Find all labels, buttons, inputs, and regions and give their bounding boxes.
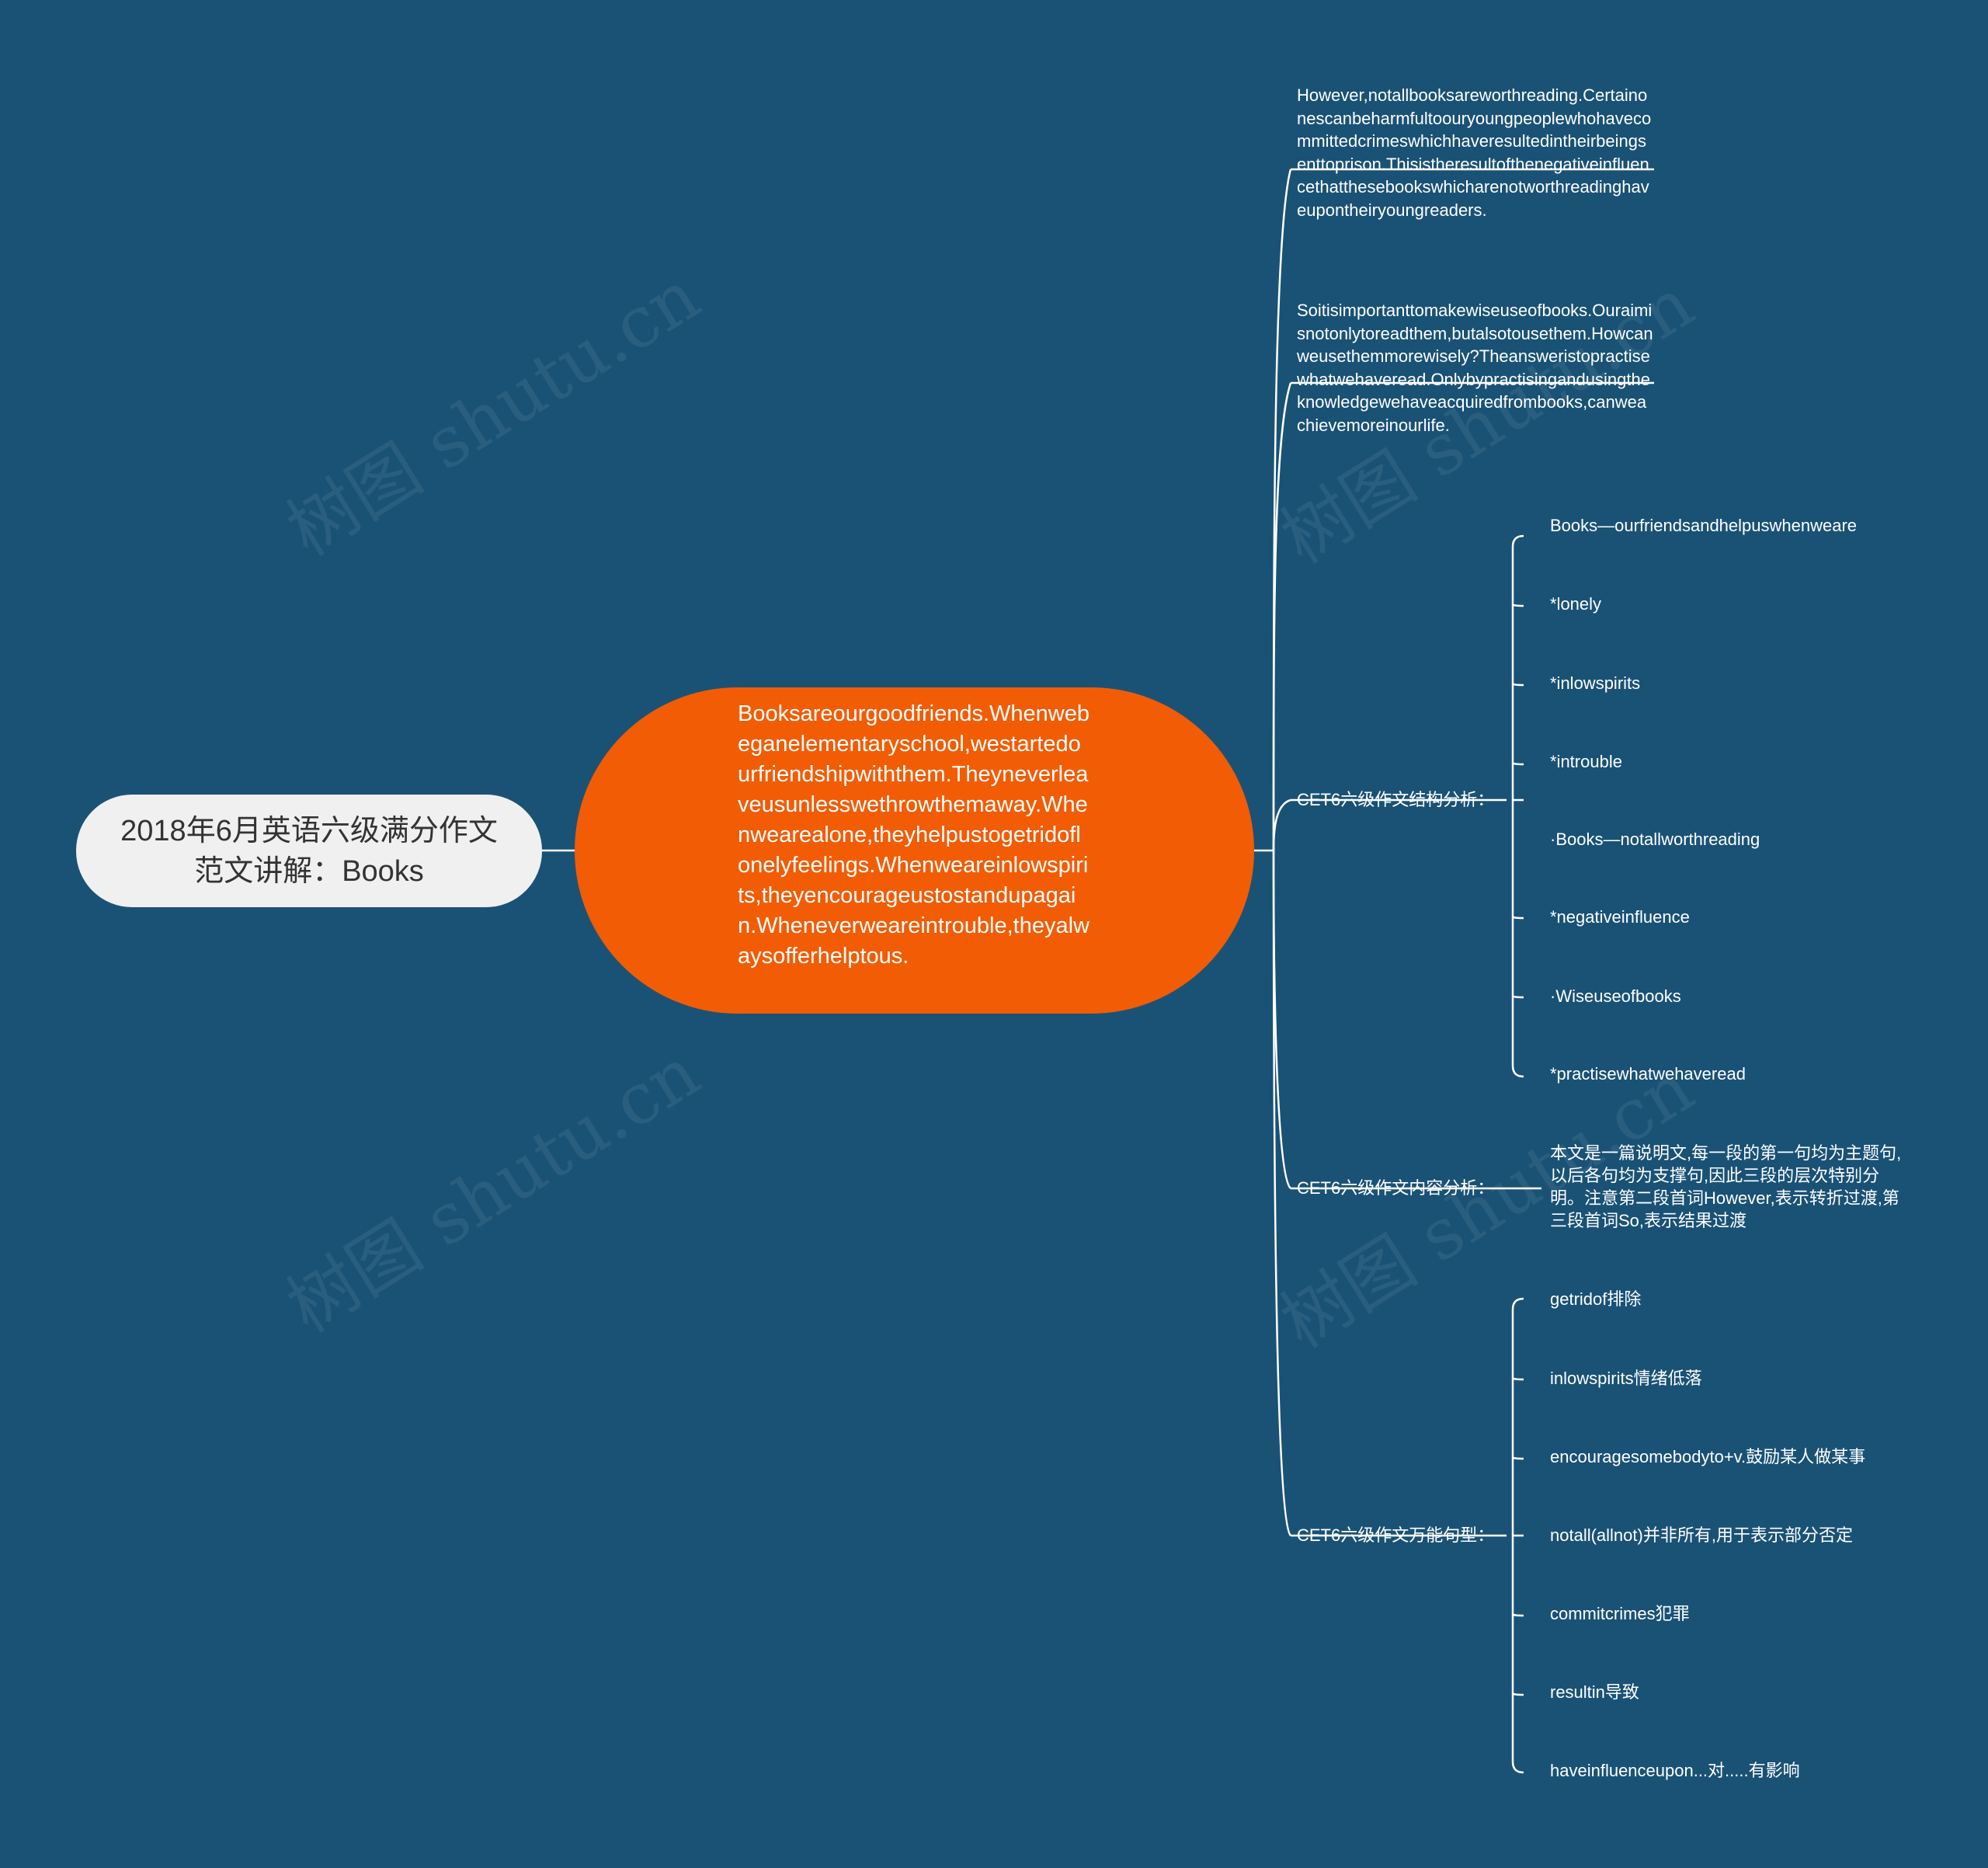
structure-item[interactable]: *negativeinfluence	[1550, 907, 1690, 927]
pattern-item[interactable]: inlowspirits情绪低落	[1550, 1369, 1702, 1388]
content-analysis-text[interactable]: 本文是一篇说明文,每一段的第一句均为主题句,以后各句均为支撑句,因此三段的层次特…	[1550, 1143, 1902, 1230]
connector-structure-tick	[1511, 995, 1524, 999]
structure-item[interactable]: *lonely	[1550, 594, 1602, 614]
connector-patterns-tick	[1511, 1377, 1524, 1381]
paragraph-node-however[interactable]: However,notallbooksareworthreading.Certa…	[1297, 85, 1652, 220]
pattern-item[interactable]: notall(allnot)并非所有,用于表示部分否定	[1550, 1525, 1853, 1545]
center-text: Booksareourgoodfriends.Whenwebeganelemen…	[738, 701, 1090, 969]
structure-item[interactable]: *practisewhatwehaveread	[1550, 1064, 1746, 1084]
pattern-item[interactable]: resultin导致	[1550, 1682, 1639, 1702]
center-node[interactable]: Booksareourgoodfriends.Whenwebeganelemen…	[575, 687, 1254, 1014]
structure-item[interactable]: ·Wiseuseofbooks	[1550, 986, 1681, 1006]
connector-trunk	[1272, 850, 1292, 1536]
root-node[interactable]: 2018年6月英语六级满分作文范文讲解：Books	[76, 795, 542, 907]
connector-patterns-tick	[1511, 1613, 1524, 1617]
branch-structure[interactable]: CET6六级作文结构分析：	[1297, 790, 1495, 809]
root-title: 2018年6月英语六级满分作文范文讲解：Books	[120, 814, 498, 888]
connector-trunk	[1272, 850, 1291, 1189]
connector-trunk	[1272, 382, 1292, 851]
connector-structure-tick	[1511, 683, 1524, 687]
structure-item[interactable]: *introuble	[1550, 752, 1622, 771]
branch-content[interactable]: CET6六级作文内容分析：	[1297, 1178, 1495, 1198]
pattern-item[interactable]: encouragesomebodyto+v.鼓励某人做某事	[1550, 1447, 1866, 1466]
connector-structure-bracket	[1511, 534, 1524, 1078]
pattern-item[interactable]: commitcrimes犯罪	[1550, 1604, 1690, 1623]
connector-patterns-tick	[1511, 1692, 1524, 1696]
pattern-item[interactable]: haveinfluenceupon...对.....有影响	[1550, 1761, 1800, 1780]
paragraph-node-so[interactable]: Soitisimportanttomakewiseuseofbooks.Oura…	[1297, 301, 1653, 435]
pattern-item[interactable]: getridof排除	[1550, 1289, 1642, 1309]
structure-item[interactable]: ·Books—notallworthreading	[1550, 830, 1760, 849]
structure-item[interactable]: *inlowspirits	[1550, 673, 1641, 693]
branch-patterns[interactable]: CET6六级作文万能句型：	[1297, 1525, 1495, 1545]
connector-trunk	[1272, 798, 1291, 851]
connector-structure-tick	[1511, 604, 1524, 607]
connector-structure-tick	[1511, 762, 1524, 766]
connector-patterns-tick	[1511, 1456, 1524, 1460]
connector-structure-tick	[1511, 916, 1524, 920]
structure-item[interactable]: Books—ourfriendsandhelpuswhenweare	[1550, 516, 1858, 535]
